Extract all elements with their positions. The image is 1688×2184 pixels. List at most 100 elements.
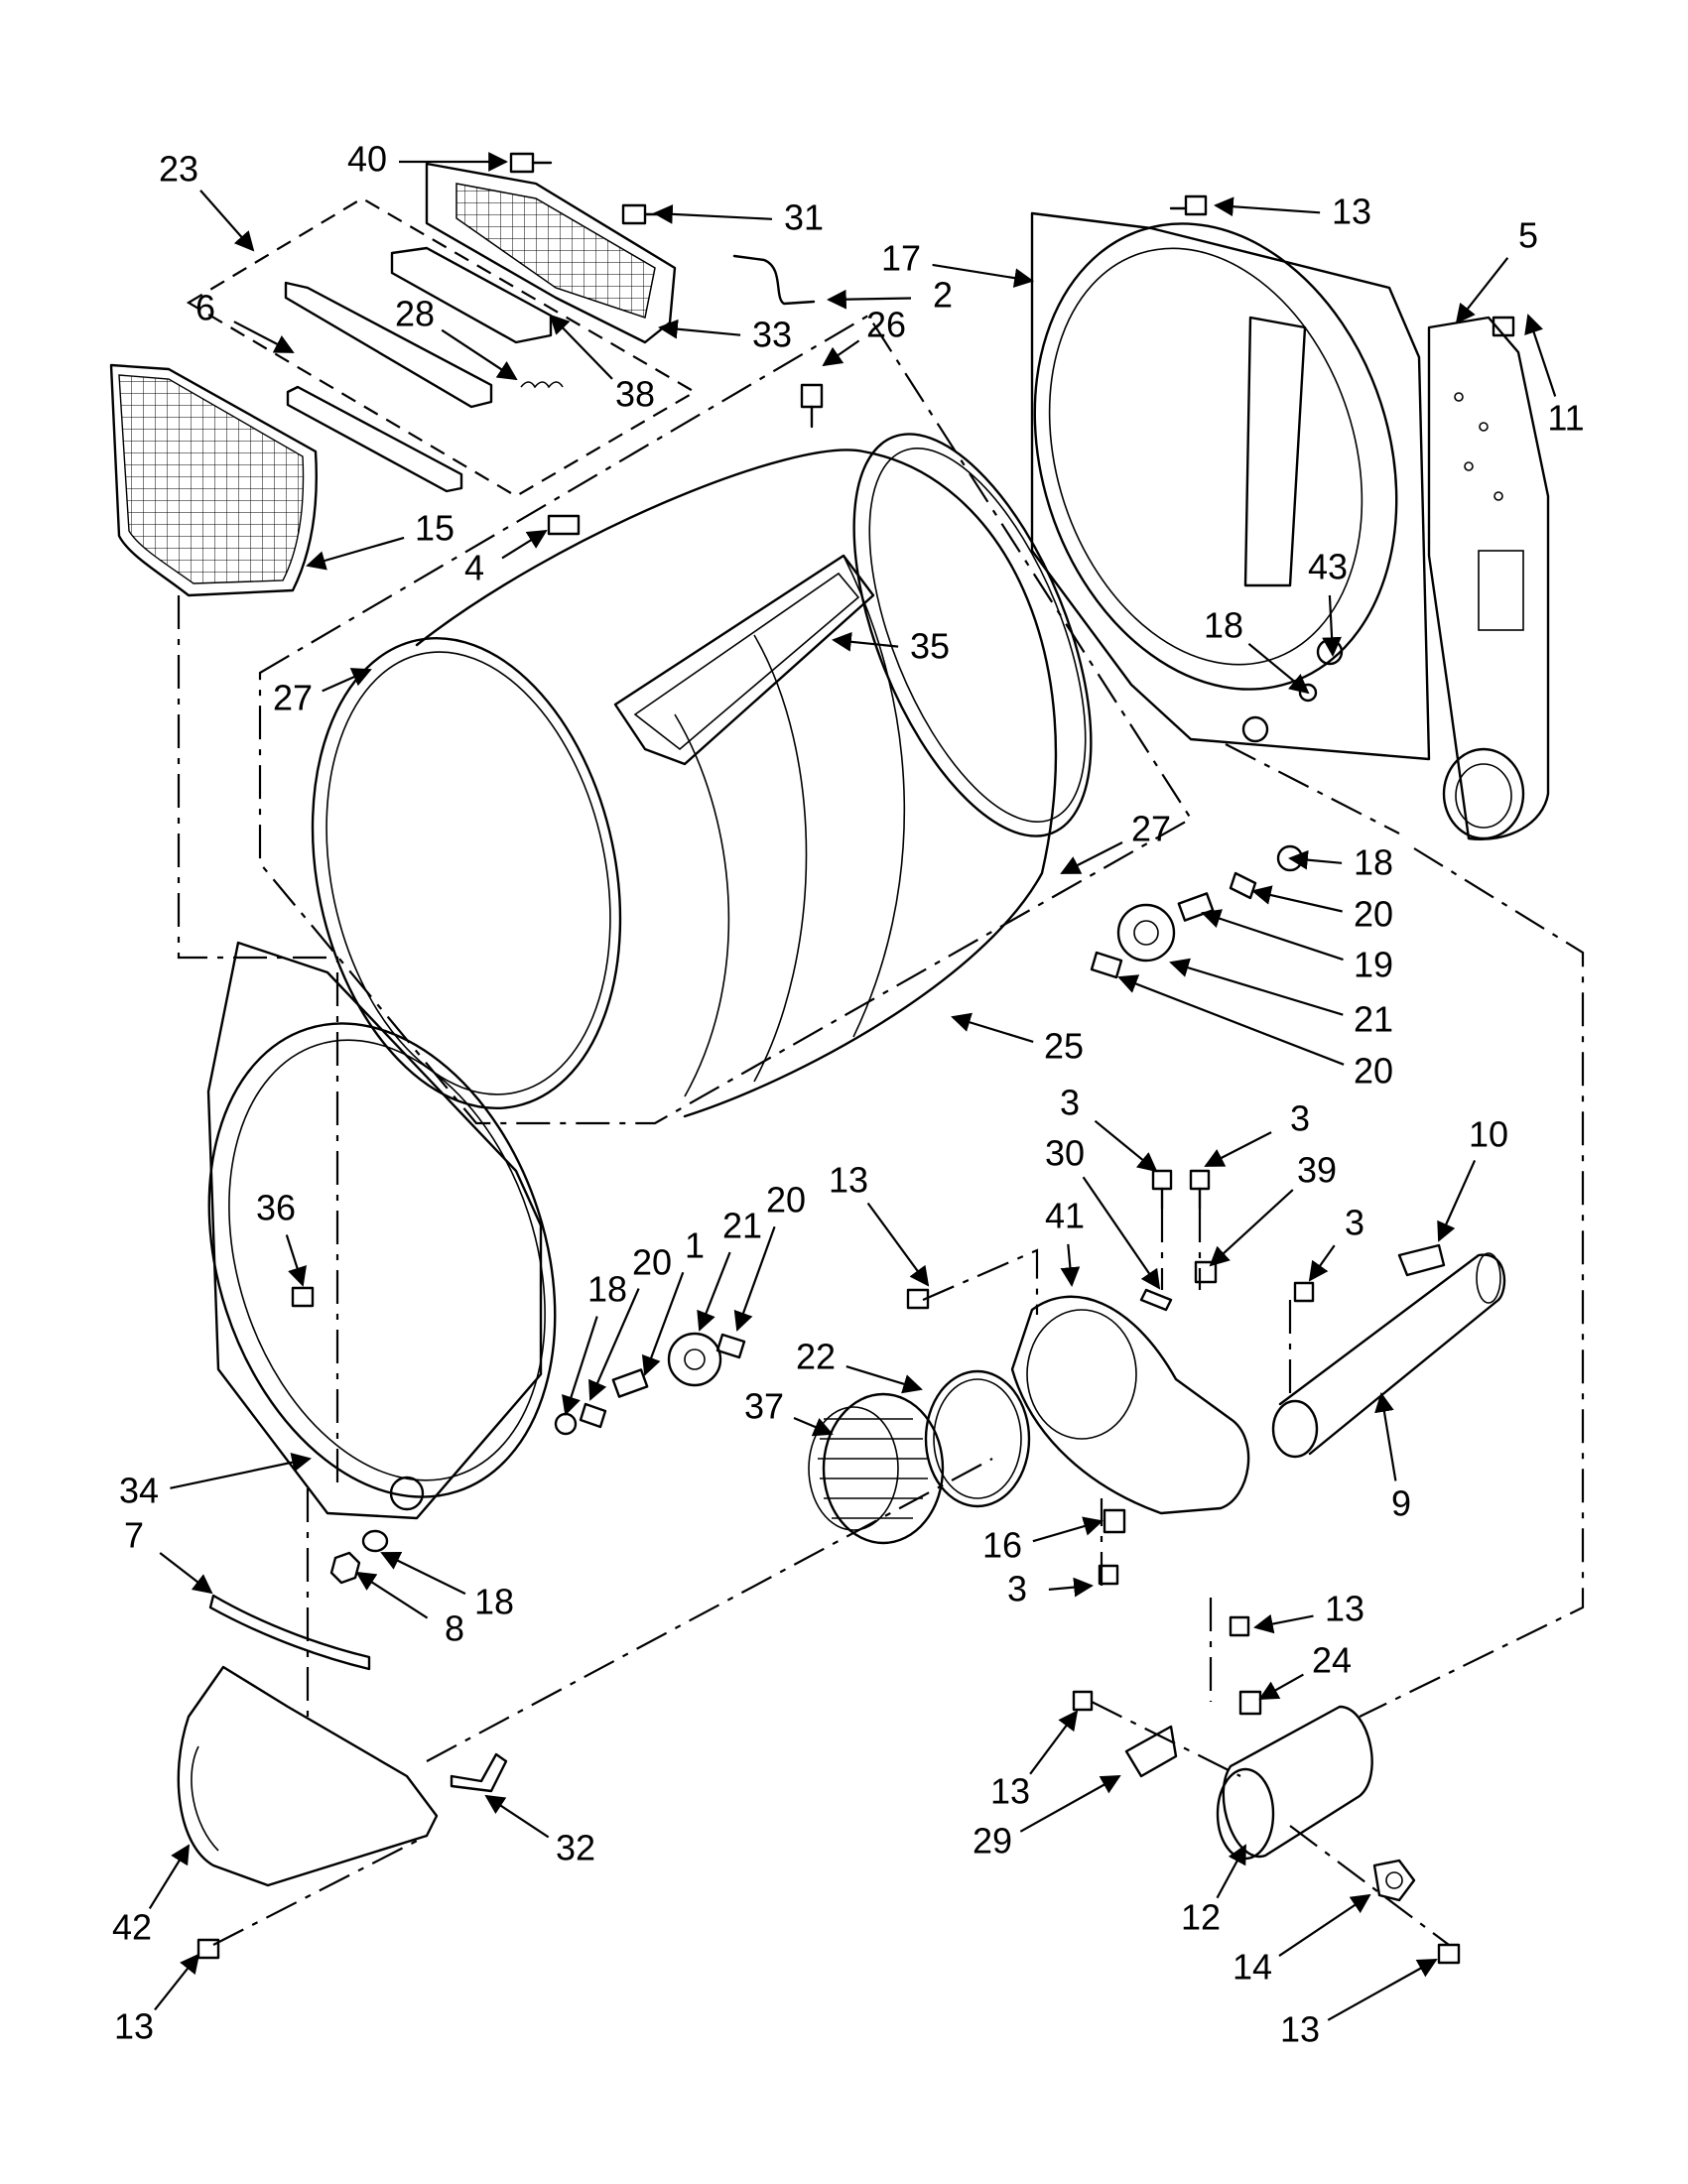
part-number-label: 7: [124, 1515, 144, 1556]
callout-c8: 8: [355, 1571, 464, 1649]
toe-panel-42: [177, 1665, 439, 1887]
leader-arrow: [159, 1552, 213, 1595]
part-number-label: 13: [829, 1160, 868, 1201]
callout-c19: 19: [1201, 909, 1393, 985]
blower-gasket-22: [924, 1369, 1031, 1508]
callout-c20b: 20: [1117, 974, 1393, 1092]
part-number-label: 38: [615, 374, 655, 415]
leader-arrow: [1029, 1710, 1079, 1775]
part-number-label: 3: [1345, 1203, 1364, 1243]
part-number-label: 3: [1290, 1098, 1310, 1139]
part-number-label: 19: [1354, 945, 1393, 985]
callout-c3b: 3: [1204, 1098, 1310, 1167]
heater-housing-5: [1427, 316, 1550, 840]
drum-clip-4: [547, 514, 581, 536]
leader-arrow: [1048, 1577, 1094, 1598]
callout-c16: 16: [982, 1516, 1104, 1566]
leader-arrow: [549, 314, 613, 380]
part-number-label: 40: [347, 139, 387, 180]
callout-c27b: 27: [1060, 809, 1171, 874]
leader-arrow: [845, 1365, 923, 1394]
leader-arrow: [1117, 974, 1345, 1066]
leader-arrow: [658, 319, 741, 339]
leader-arrow: [1455, 257, 1509, 324]
leader-arrow: [697, 1251, 731, 1332]
callout-c34: 34: [119, 1453, 312, 1511]
part-number-label: 20: [632, 1242, 672, 1283]
duct-cover-38: [390, 246, 553, 344]
part-number-label: 5: [1518, 215, 1538, 256]
callout-c1: 1: [641, 1225, 705, 1376]
part-number-label: 9: [1391, 1483, 1411, 1524]
leader-arrow: [306, 536, 405, 571]
callout-c38: 38: [549, 314, 655, 415]
leader-arrow: [170, 1453, 312, 1489]
exhaust-duct-9: [1271, 1252, 1506, 1459]
leader-arrow: [1258, 1673, 1304, 1700]
leader-arrow: [148, 1844, 191, 1909]
screw-36: [291, 1286, 315, 1308]
seal-7: [208, 1594, 371, 1671]
leader-arrow: [562, 1316, 598, 1416]
leader-arrow: [1524, 314, 1557, 397]
callout-c35: 35: [832, 626, 950, 667]
part-number-label: 21: [1354, 999, 1393, 1040]
lint-screen-15: [109, 363, 318, 597]
part-number-label: 4: [464, 548, 484, 588]
leader-arrow: [733, 1225, 776, 1332]
part-number-label: 6: [195, 288, 215, 328]
leader-arrow: [355, 1571, 429, 1619]
wire-harness-2: [732, 254, 816, 306]
part-number-label: 8: [445, 1608, 464, 1649]
callout-c18b: 18: [1288, 842, 1393, 883]
leader-arrow: [1214, 196, 1321, 217]
spring-28: [520, 381, 564, 389]
blower-wheel-37: [808, 1392, 945, 1545]
callout-c18d: 18: [380, 1551, 514, 1622]
part-number-label: 13: [1325, 1589, 1364, 1629]
callout-c3d: 3: [1007, 1569, 1094, 1609]
leader-arrow: [1082, 1176, 1161, 1290]
leader-arrow: [1437, 1159, 1477, 1242]
bracket-32: [450, 1752, 508, 1793]
screw-40: [509, 152, 553, 174]
screws-13-heater: [1072, 1615, 1461, 1965]
callout-c20c: 20: [733, 1180, 806, 1332]
part-number-label: 20: [1354, 894, 1393, 935]
callout-c37: 37: [744, 1386, 834, 1437]
leader-arrow: [322, 668, 372, 693]
callout-c40: 40: [347, 139, 508, 180]
callout-c14: 14: [1233, 1893, 1371, 1988]
leader-arrow: [285, 1234, 307, 1287]
leader-arrow: [1032, 1516, 1104, 1543]
part-number-label: 2: [933, 275, 953, 316]
leader-arrow: [951, 1012, 1034, 1043]
screw-13-top: [1169, 194, 1208, 216]
callout-c31: 31: [653, 197, 824, 238]
callout-c30: 30: [1045, 1133, 1161, 1290]
part-number-label: 20: [1354, 1051, 1393, 1092]
bracket-29: [1124, 1725, 1178, 1778]
leader-arrow: [832, 631, 899, 652]
callout-c20a: 20: [1251, 885, 1393, 935]
part-number-label: 34: [119, 1471, 159, 1511]
part-number-label: 10: [1469, 1114, 1508, 1155]
callout-c2: 2: [827, 275, 953, 316]
leader-arrow: [827, 289, 912, 310]
heater-12: [1216, 1705, 1373, 1861]
part-number-label: 3: [1007, 1569, 1027, 1609]
leader-arrow: [793, 1416, 834, 1437]
callout-c25: 25: [951, 1012, 1084, 1067]
part-number-label: 43: [1308, 547, 1348, 587]
part-number-label: 24: [1312, 1640, 1352, 1681]
part-number-label: 20: [766, 1180, 806, 1220]
assembly-lines: [177, 595, 1585, 1946]
part-number-label: 13: [1332, 192, 1371, 232]
part-number-label: 28: [395, 294, 435, 334]
leader-arrow: [1327, 1959, 1438, 2021]
callout-c21a: 21: [1169, 958, 1393, 1040]
rear-bulkhead-17: [1030, 211, 1431, 761]
